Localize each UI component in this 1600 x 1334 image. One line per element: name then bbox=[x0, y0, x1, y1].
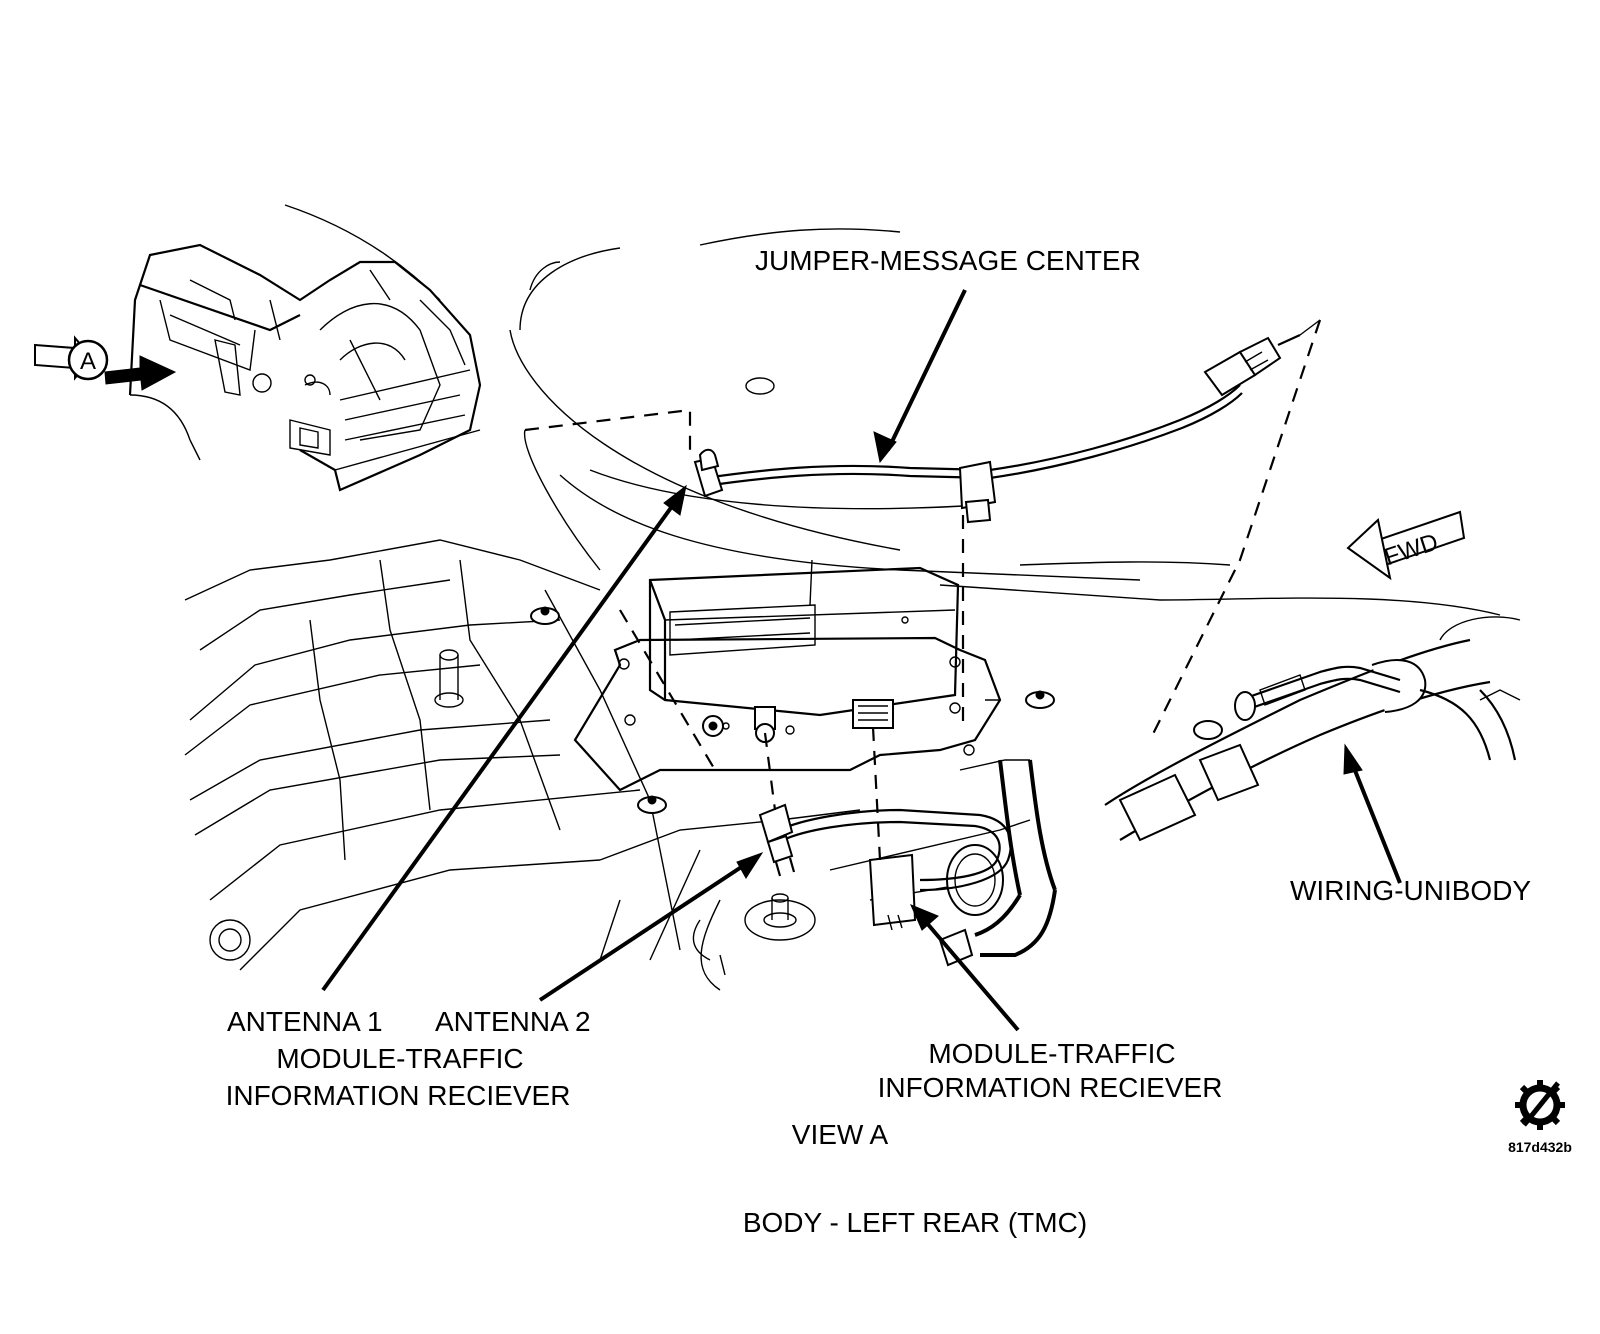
fwd-arrow: FWD bbox=[1346, 510, 1466, 581]
antenna-cable bbox=[758, 803, 1012, 931]
figure-caption: BODY - LEFT REAR (TMC) bbox=[743, 1207, 1087, 1238]
module-left-label-line2: INFORMATION RECIEVER bbox=[226, 1080, 571, 1111]
callout-arrows bbox=[321, 289, 1402, 1032]
unibody-wiring bbox=[938, 616, 1521, 967]
view-callout-letter: A bbox=[80, 348, 96, 375]
jumper-harness bbox=[693, 333, 1301, 524]
trunk-structure bbox=[184, 228, 1501, 991]
module-left-label-line1: MODULE-TRAFFIC bbox=[276, 1043, 523, 1074]
view-a-label: VIEW A bbox=[792, 1119, 889, 1150]
vehicle-inset bbox=[128, 204, 482, 492]
wiring-unibody-label: WIRING-UNIBODY bbox=[1290, 875, 1531, 906]
module-right-label-line2: INFORMATION RECIEVER bbox=[878, 1072, 1223, 1103]
jumper-message-center-label: JUMPER-MESSAGE CENTER bbox=[755, 245, 1141, 276]
antenna-1-label: ANTENNA 1 bbox=[227, 1006, 383, 1037]
view-a-callout: A bbox=[34, 335, 177, 391]
gear-slash-icon bbox=[1515, 1080, 1565, 1130]
figure-id: 817d432b bbox=[1508, 1139, 1572, 1155]
traffic-receiver-module bbox=[573, 559, 1002, 792]
antenna-2-label: ANTENNA 2 bbox=[435, 1006, 591, 1037]
module-right-label-line1: MODULE-TRAFFIC bbox=[928, 1038, 1175, 1069]
dashed-leaders bbox=[523, 319, 1322, 861]
